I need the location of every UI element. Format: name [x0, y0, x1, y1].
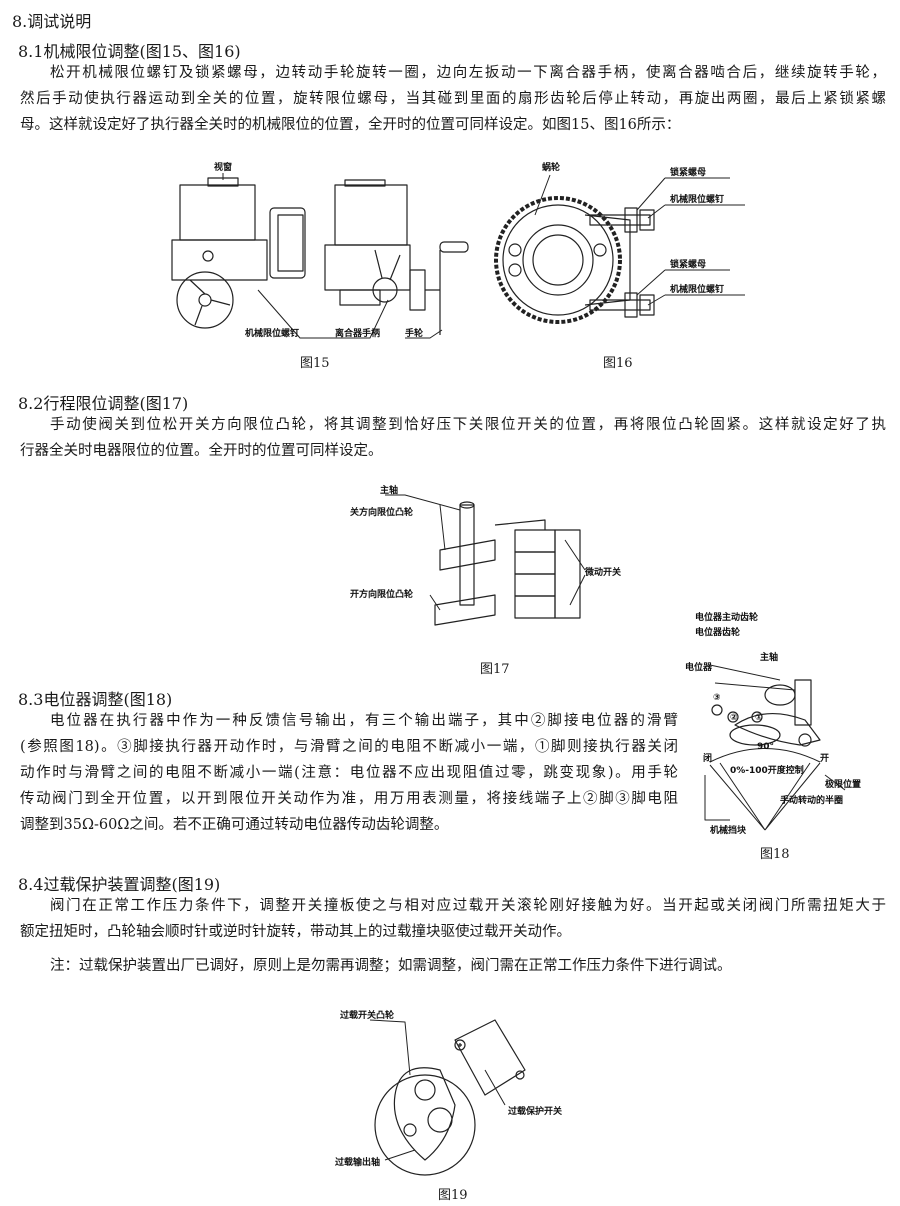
figure-17-limit-switch-drawing: 主轴 关方向限位凸轮 微动开关 开方向限位凸轮 [350, 484, 621, 626]
text-line: 行器全关时电器限位的位置。全开时的位置可同样设定。 [20, 443, 383, 459]
figure-19-caption: 图19 [438, 1188, 468, 1203]
label-pot-drive-gear: 电位器主动齿轮 [695, 611, 758, 623]
figure-15-actuator-drawing: 视窗 机械限位螺钉 离合器手柄 手轮 [171, 161, 469, 339]
paragraph-8-4: 阀门在正常工作压力条件下，调整开关撞板使之与相对应过载开关滚轮刚好接触为好。当开… [20, 893, 886, 945]
label-overload-shaft: 过载输出轴 [335, 1156, 380, 1168]
label-pin-3: ③ [713, 693, 721, 703]
heading-8-4: 8.4过载保护装置调整(图19) [18, 875, 221, 894]
text-line: 额定扭矩时，凸轮轴会顺时针或逆时针旋转，带动其上的过载撞块驱使过载开关动作。 [20, 924, 571, 940]
text-line: 然后手动使执行器运动到全关的位置，旋转限位螺母，当其碰到里面的扇形齿轮后停止转动… [20, 91, 886, 107]
figure-19-overload-drawing: 过载开关凸轮 过载保护开关 过载输出轴 [335, 1009, 562, 1176]
label-pot-gear: 电位器齿轮 [695, 626, 740, 638]
label-main-shaft: 主轴 [380, 484, 398, 496]
text-line: 松开机械限位螺钉及锁紧螺母，边转动手轮旋转一圈，边向左扳动一下离合器手柄，使离合… [50, 65, 886, 81]
label-mech-limit-screw: 机械限位螺钉 [670, 193, 724, 205]
figure-16-worm-gear-drawing: 蜗轮 锁紧螺母 机械限位螺钉 锁紧螺母 机械限位螺钉 [494, 161, 745, 324]
label-pin-1: ① [755, 713, 763, 723]
label-mech-limit-screw: 机械限位螺钉 [670, 283, 724, 295]
paragraph-8-1: 松开机械限位螺钉及锁紧螺母，边转动手轮旋转一圈，边向左扳动一下离合器手柄，使离合… [20, 60, 886, 138]
figure-15-caption: 图15 [300, 356, 330, 371]
label-worm-gear: 蜗轮 [542, 161, 560, 173]
text-line: 传动阀门到全开位置，以开到限位开关动作为准，用万用表测量，将接线端子上②脚③脚电… [20, 791, 678, 807]
label-mech-stop: 机械挡块 [710, 824, 747, 836]
label-micro-switch: 微动开关 [584, 566, 621, 578]
text-line: 动作时与滑臂之间的电阻不断减小一端(注意：电位器不应出现阻值过零，跳变现象)。用… [20, 765, 678, 781]
label-main-shaft: 主轴 [760, 651, 778, 663]
heading-8-3: 8.3电位器调整(图18) [18, 690, 173, 709]
label-lock-nut: 锁紧螺母 [670, 258, 706, 270]
note: 注：过载保护装置出厂已调好，原则上是勿需再调整；如需调整，阀门需在正常工作压力条… [50, 953, 732, 979]
label-window: 视窗 [214, 161, 232, 173]
label-close: 闭 [703, 752, 712, 764]
figure-17-caption: 图17 [480, 662, 510, 677]
text-line: (参照图18)。③脚接执行器开动作时，与滑臂之间的电阻不断减小一端，①脚则接执行… [20, 739, 678, 755]
figure-18-potentiometer-drawing: 主轴 电位器主动齿轮 电位器齿轮 电位器 ③ ② ① 90° 闭 开 0%-10… [685, 611, 861, 836]
label-handwheel: 手轮 [405, 327, 423, 339]
label-pin-2: ② [730, 713, 738, 723]
paragraph-8-3: 电位器在执行器中作为一种反馈信号输出，有三个输出端子，其中②脚接电位器的滑臂 (… [20, 708, 678, 838]
label-manual-half-turn: 手动转动的半圈 [780, 794, 843, 806]
label-range: 0%-100开度控制 [730, 764, 804, 776]
label-lock-nut: 锁紧螺母 [670, 166, 706, 178]
label-open-cam: 开方向限位凸轮 [350, 588, 413, 600]
text-line: 手动使阀关到位松开关方向限位凸轮，将其调整到恰好压下关限位开关的位置，再将限位凸… [50, 417, 886, 433]
figure-18-caption: 图18 [760, 847, 790, 862]
text-line: 阀门在正常工作压力条件下，调整开关撞板使之与相对应过载开关滚轮刚好接触为好。当开… [50, 898, 886, 914]
text-line: 调整到35Ω-60Ω之间。若不正确可通过转动电位器传动齿轮调整。 [20, 817, 449, 833]
label-clutch-handle: 离合器手柄 [335, 327, 380, 339]
section-title: 8.调试说明 [12, 12, 92, 31]
heading-8-2: 8.2行程限位调整(图17) [18, 394, 189, 413]
label-potentiometer: 电位器 [685, 661, 713, 673]
label-overload-switch: 过载保护开关 [508, 1105, 562, 1117]
label-mech-limit-screw: 机械限位螺钉 [245, 327, 299, 339]
heading-8-1: 8.1机械限位调整(图15、图16) [18, 42, 241, 61]
label-close-cam: 关方向限位凸轮 [350, 506, 413, 518]
note-text: 注：过载保护装置出厂已调好，原则上是勿需再调整；如需调整，阀门需在正常工作压力条… [50, 958, 732, 974]
paragraph-8-2: 手动使阀关到位松开关方向限位凸轮，将其调整到恰好压下关限位开关的位置，再将限位凸… [20, 412, 886, 464]
label-angle: 90° [757, 742, 774, 752]
figure-16-caption: 图16 [603, 356, 633, 371]
label-limit-position: 极限位置 [825, 778, 861, 790]
text-line: 母。这样就设定好了执行器全关时的机械限位的位置，全开时的位置可同样设定。如图15… [20, 117, 681, 133]
label-overload-cam: 过载开关凸轮 [340, 1009, 394, 1021]
text-line: 电位器在执行器中作为一种反馈信号输出，有三个输出端子，其中②脚接电位器的滑臂 [50, 713, 678, 729]
label-open: 开 [820, 753, 829, 764]
